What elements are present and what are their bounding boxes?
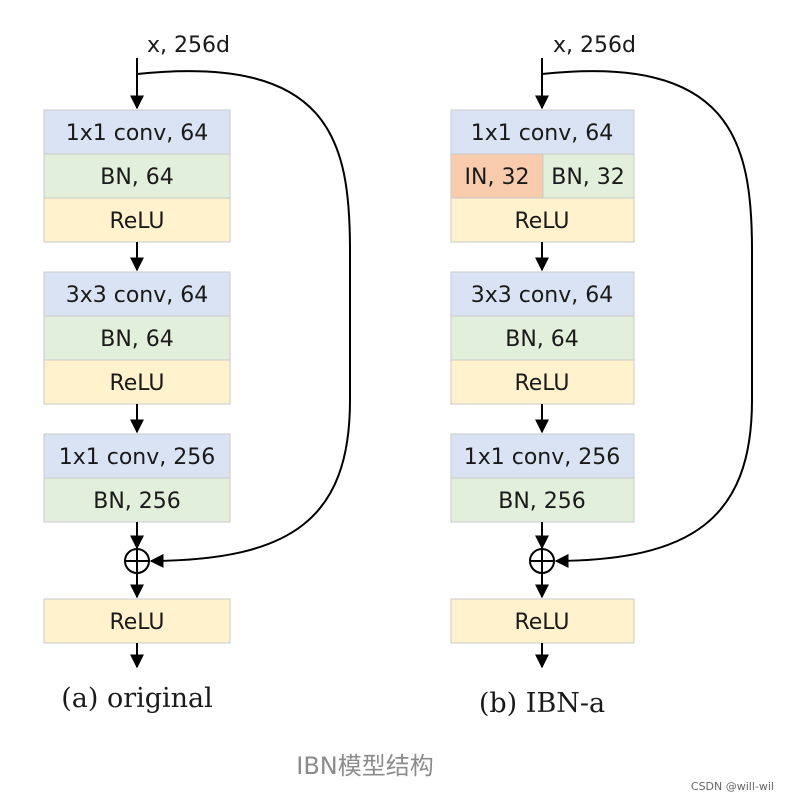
right-in1-box bbox=[450, 153, 544, 199]
right-relu1-box bbox=[450, 197, 635, 243]
right-conv2-box bbox=[450, 271, 635, 317]
left-relu2-box bbox=[43, 359, 231, 405]
right-bn3-label: BN, 256 bbox=[498, 489, 586, 514]
left-relu1-box bbox=[43, 197, 231, 243]
ibn-a-block: x, 256d 1x1 conv, 64 IN, 32 BN, 32 ReLU … bbox=[450, 33, 753, 719]
left-bn3-label: BN, 256 bbox=[93, 489, 181, 514]
right-conv3-box bbox=[450, 433, 635, 479]
left-relu-final-label: ReLU bbox=[109, 610, 164, 635]
right-relu1-label: ReLU bbox=[514, 209, 569, 234]
right-bn3-box bbox=[450, 477, 635, 523]
right-relu2-label: ReLU bbox=[514, 371, 569, 396]
right-conv1-box bbox=[450, 109, 635, 155]
right-conv1-label: 1x1 conv, 64 bbox=[471, 121, 614, 146]
right-bn1-label: BN, 32 bbox=[551, 165, 625, 190]
left-bn3-box bbox=[43, 477, 231, 523]
right-caption: (b) IBN-a bbox=[479, 688, 605, 719]
right-conv2-label: 3x3 conv, 64 bbox=[471, 283, 614, 308]
right-relu-final-box bbox=[450, 598, 635, 644]
right-skip-connection bbox=[541, 70, 753, 568]
left-conv2-box bbox=[43, 271, 231, 317]
right-add-icon bbox=[529, 548, 555, 574]
left-add-icon bbox=[124, 548, 150, 574]
figure-caption: IBN模型结构 bbox=[296, 752, 434, 780]
left-skip-connection bbox=[136, 70, 351, 568]
left-conv1-box bbox=[43, 109, 231, 155]
left-conv1-label: 1x1 conv, 64 bbox=[66, 121, 209, 146]
right-bn2-box bbox=[450, 315, 635, 361]
left-caption: (a) original bbox=[61, 683, 213, 714]
left-conv3-label: 1x1 conv, 256 bbox=[59, 445, 216, 470]
right-relu2-box bbox=[450, 359, 635, 405]
watermark: CSDN @will-wil bbox=[690, 780, 774, 793]
left-relu1-label: ReLU bbox=[109, 209, 164, 234]
left-relu2-label: ReLU bbox=[109, 371, 164, 396]
left-input-label: x, 256d bbox=[147, 33, 230, 58]
right-bn1-box bbox=[542, 153, 635, 199]
right-input-label: x, 256d bbox=[553, 33, 636, 58]
left-bn1-label: BN, 64 bbox=[100, 165, 174, 190]
left-conv2-label: 3x3 conv, 64 bbox=[66, 283, 209, 308]
right-conv3-label: 1x1 conv, 256 bbox=[464, 445, 621, 470]
right-in1-label: IN, 32 bbox=[465, 165, 530, 190]
right-bn2-label: BN, 64 bbox=[505, 327, 579, 352]
original-block: x, 256d 1x1 conv, 64 BN, 64 ReLU 3x3 con… bbox=[43, 33, 351, 714]
left-bn2-label: BN, 64 bbox=[100, 327, 174, 352]
right-relu-final-label: ReLU bbox=[514, 610, 569, 635]
left-bn1-box bbox=[43, 153, 231, 199]
